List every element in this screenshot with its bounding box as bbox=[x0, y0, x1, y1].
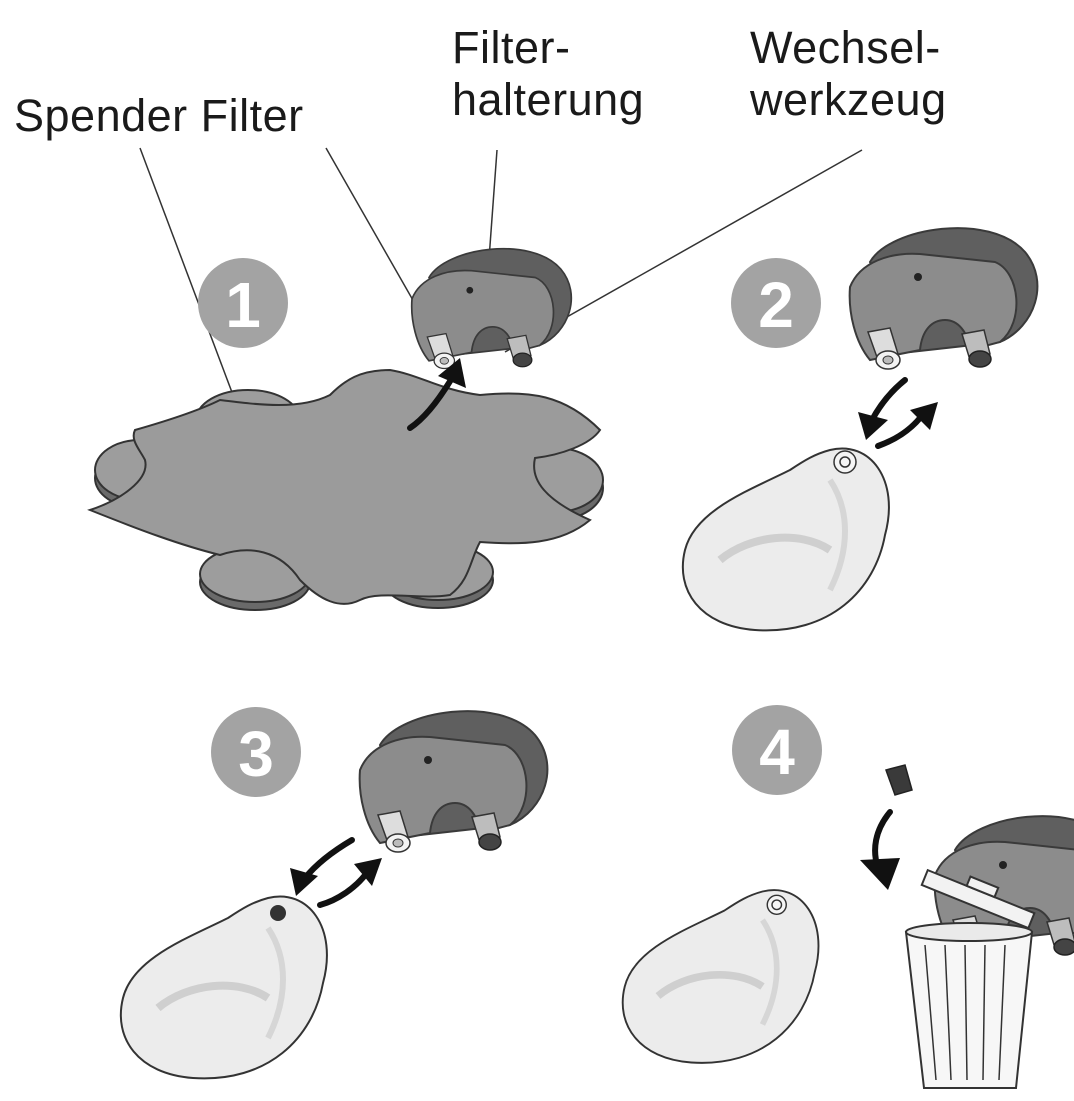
arrow-step4-down bbox=[860, 809, 900, 890]
trash-can-icon bbox=[904, 868, 1036, 1089]
label-change-tool-line1: Wechsel- bbox=[750, 22, 941, 73]
arrow-step1 bbox=[407, 358, 466, 431]
step-number-4: 4 bbox=[759, 716, 795, 788]
step-badge-3: 3 bbox=[211, 707, 301, 797]
label-spender-filter: Spender Filter bbox=[14, 90, 304, 142]
label-change-tool-line2: werkzeug bbox=[750, 74, 947, 125]
filter-holder-step1 bbox=[410, 247, 573, 370]
filter-holder-step3 bbox=[358, 710, 549, 853]
used-filter-step4 bbox=[885, 764, 913, 796]
dome-step3 bbox=[121, 896, 327, 1078]
filter-holder-step2 bbox=[848, 227, 1039, 370]
label-change-tool: Wechsel- werkzeug bbox=[750, 22, 947, 126]
step-number-2: 2 bbox=[758, 269, 794, 341]
arrow-step2-left bbox=[858, 377, 908, 440]
arrow-step2-right bbox=[875, 402, 938, 449]
step-number-3: 3 bbox=[238, 718, 274, 790]
arrow-step3-left bbox=[290, 837, 355, 896]
label-filter-holder-line2: halterung bbox=[452, 74, 645, 125]
dome-step2 bbox=[683, 448, 889, 630]
label-filter-holder-line1: Filter- bbox=[452, 22, 571, 73]
dome-step4 bbox=[623, 890, 819, 1063]
arrow-step3-right bbox=[317, 858, 382, 908]
step-badge-1: 1 bbox=[198, 258, 288, 348]
step-badge-2: 2 bbox=[731, 258, 821, 348]
step-number-1: 1 bbox=[225, 269, 261, 341]
step-badge-4: 4 bbox=[732, 705, 822, 795]
filter-dispenser bbox=[87, 368, 604, 611]
label-filter-holder: Filter- halterung bbox=[452, 22, 644, 126]
label-spender-filter-text: Spender Filter bbox=[14, 90, 304, 141]
